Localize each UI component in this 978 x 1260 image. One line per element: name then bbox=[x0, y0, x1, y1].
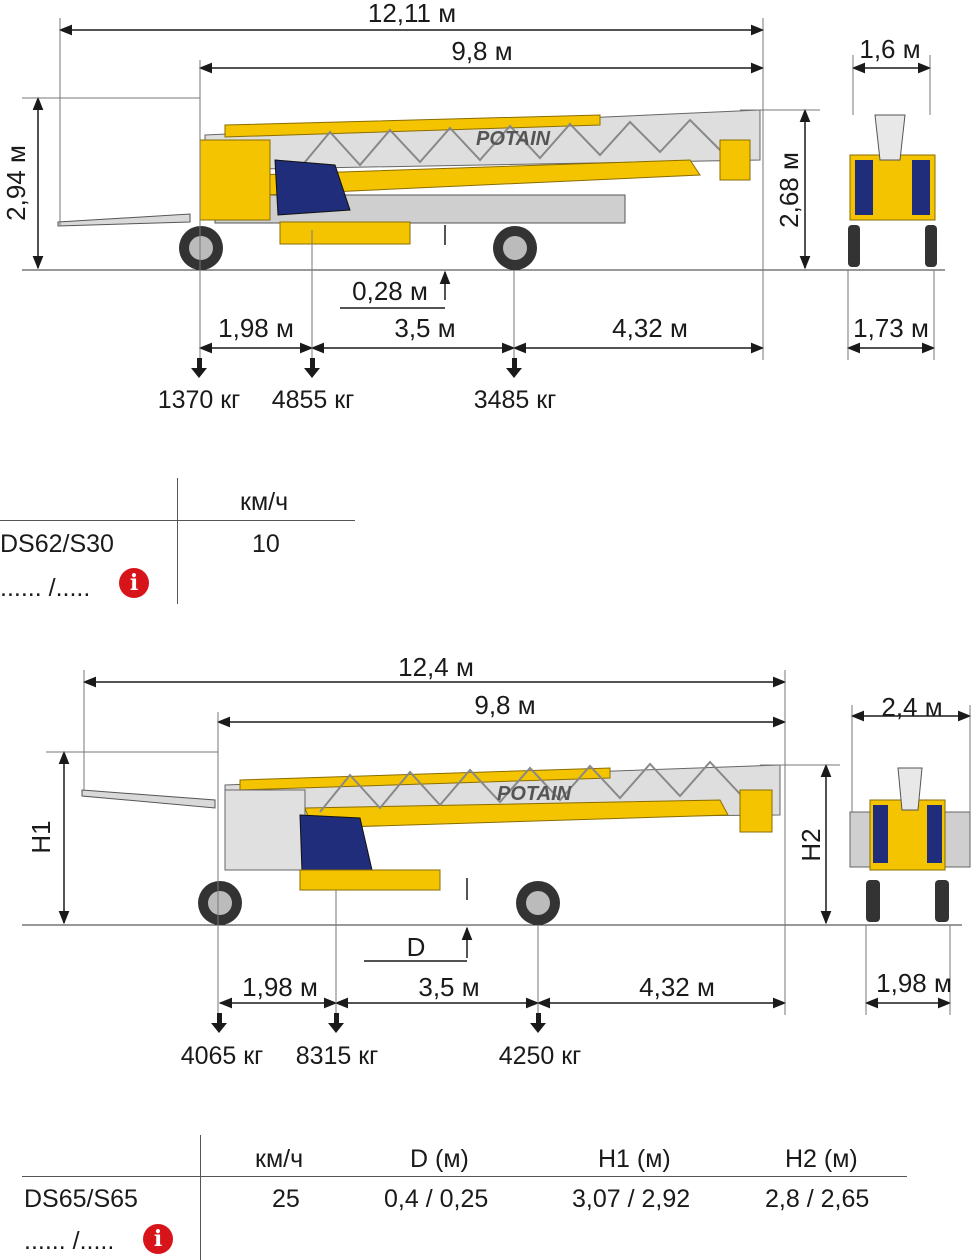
value-cell: 25 bbox=[272, 1185, 300, 1213]
span-label: 3,5 м bbox=[394, 313, 455, 343]
wheel bbox=[493, 226, 537, 270]
height-right-label: H2 bbox=[796, 828, 826, 861]
bottom-speed-table: км/ч D (м) H1 (м) H2 (м) DS65/S65 25 0,4… bbox=[0, 1135, 960, 1260]
info-icon[interactable]: i bbox=[119, 568, 149, 598]
ground-clearance-label: D bbox=[407, 932, 426, 962]
bottom-dimension-labels: 12,4 м 9,8 м H1 H2 D 2,4 м 1,98 м 1,98 м… bbox=[26, 652, 952, 1070]
axle-load-label: 3485 кг bbox=[474, 386, 557, 414]
model-cell: DS62/S30 bbox=[0, 530, 114, 558]
jib-length-label: 9,8 м bbox=[474, 690, 535, 720]
axle-load-label: 4250 кг bbox=[499, 1042, 582, 1070]
height-left-label: 2,94 м bbox=[1, 145, 31, 221]
overall-length-label: 12,4 м bbox=[398, 652, 474, 682]
value-cell: 10 bbox=[252, 530, 280, 558]
width-top-label: 2,4 м bbox=[881, 692, 942, 722]
span-label: 1,98 м bbox=[242, 972, 318, 1002]
table-header: км/ч bbox=[255, 1145, 304, 1173]
top-dimension-labels: 12,11 м 9,8 м 2,94 м 2,68 м 0,28 м 1,6 м… bbox=[1, 0, 929, 414]
table-header: H2 (м) bbox=[785, 1145, 858, 1173]
axle-load-label: 4065 кг bbox=[181, 1042, 264, 1070]
wheel bbox=[179, 226, 223, 270]
span-label: 1,98 м bbox=[218, 313, 294, 343]
brand-label-bottom: POTAIN bbox=[497, 783, 572, 805]
top-crane-drawing: POTAIN bbox=[22, 109, 945, 271]
overall-length-label: 12,11 м bbox=[368, 0, 456, 28]
width-top-label: 1,6 м bbox=[859, 34, 920, 64]
table-header: D (м) bbox=[410, 1145, 469, 1173]
info-icon[interactable]: i bbox=[143, 1224, 173, 1254]
axle-load-label: 8315 кг bbox=[296, 1042, 379, 1070]
jib-length-label: 9,8 м bbox=[451, 36, 512, 66]
width-bottom-label: 1,73 м bbox=[853, 313, 929, 343]
brand-label-top: POTAIN bbox=[476, 128, 551, 150]
bottom-load-arrows bbox=[211, 1013, 546, 1033]
top-speed-table: км/ч DS62/S30 10 ...... /..... bbox=[0, 478, 360, 608]
span-label: 3,5 м bbox=[418, 972, 479, 1002]
height-left-label: H1 bbox=[26, 820, 56, 853]
top-dimensions bbox=[22, 18, 936, 360]
top-front-view bbox=[848, 114, 937, 267]
table-header: H1 (м) bbox=[598, 1145, 671, 1173]
axle-load-label: 4855 кг bbox=[272, 386, 355, 414]
table-header: км/ч bbox=[240, 488, 289, 516]
value-cell: 3,07 / 2,92 bbox=[572, 1185, 691, 1213]
top-load-arrows bbox=[191, 358, 522, 378]
height-right-label: 2,68 м bbox=[774, 152, 804, 228]
span-label: 4,32 м bbox=[612, 313, 688, 343]
axle-load-label: 1370 кг bbox=[158, 386, 241, 414]
bottom-crane-drawing: POTAIN bbox=[22, 760, 962, 926]
width-bottom-label: 1,98 м bbox=[876, 968, 952, 998]
placeholder-cell: ...... /..... bbox=[0, 574, 91, 602]
wheel bbox=[198, 881, 242, 925]
bottom-dimensions bbox=[46, 670, 972, 1015]
span-label: 4,32 м bbox=[639, 972, 715, 1002]
value-cell: 0,4 / 0,25 bbox=[384, 1185, 489, 1213]
model-cell: DS65/S65 bbox=[24, 1185, 138, 1213]
value-cell: 2,8 / 2,65 bbox=[765, 1185, 870, 1213]
bottom-front-view bbox=[849, 767, 971, 922]
placeholder-cell: ...... /..... bbox=[24, 1227, 115, 1255]
wheel bbox=[516, 881, 560, 925]
ground-clearance-label: 0,28 м bbox=[352, 276, 428, 306]
